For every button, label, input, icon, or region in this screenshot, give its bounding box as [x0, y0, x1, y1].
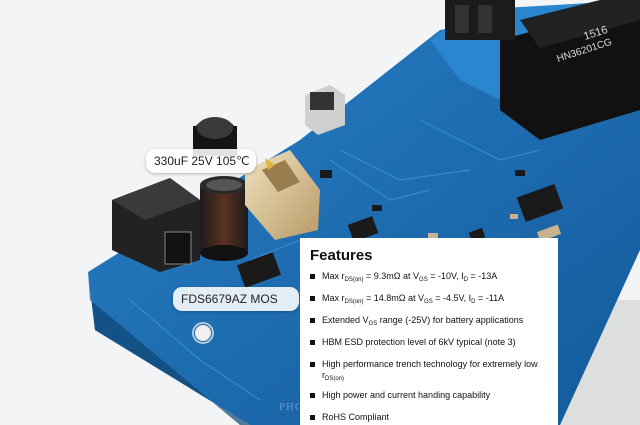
feature-item: Max rDS(on) = 9.3mΩ at VGS = -10V, ID = … [310, 271, 550, 283]
feature-item: Max rDS(on) = 14.8mΩ at VGS = -4.5V, ID … [310, 293, 550, 305]
feature-item: HBM ESD protection level of 6kV typical … [310, 337, 550, 348]
features-panel: Features Max rDS(on) = 9.3mΩ at VGS = -1… [300, 238, 558, 425]
capacitor-small [193, 117, 237, 156]
capacitor-callout: 330uF 25V 105℃ [146, 149, 256, 173]
watermark: PHO [279, 403, 304, 413]
feature-item: High performance trench technology for e… [310, 359, 550, 382]
mosfet-callout: FDS6679AZ MOS [173, 287, 299, 311]
transformer: 1516 HN36201CG [445, 0, 640, 140]
feature-item: High power and current handing capabilit… [310, 390, 550, 401]
features-title: Features [310, 247, 373, 264]
usb-connector [245, 150, 320, 240]
feature-item: RoHS Compliant [310, 412, 550, 423]
capacitor-330uf [200, 176, 248, 261]
switch [305, 85, 345, 135]
dc-jack [112, 178, 200, 272]
features-list: Max rDS(on) = 9.3mΩ at VGS = -10V, ID = … [310, 271, 550, 423]
feature-item: Extended VGS range (-25V) for battery ap… [310, 315, 550, 327]
